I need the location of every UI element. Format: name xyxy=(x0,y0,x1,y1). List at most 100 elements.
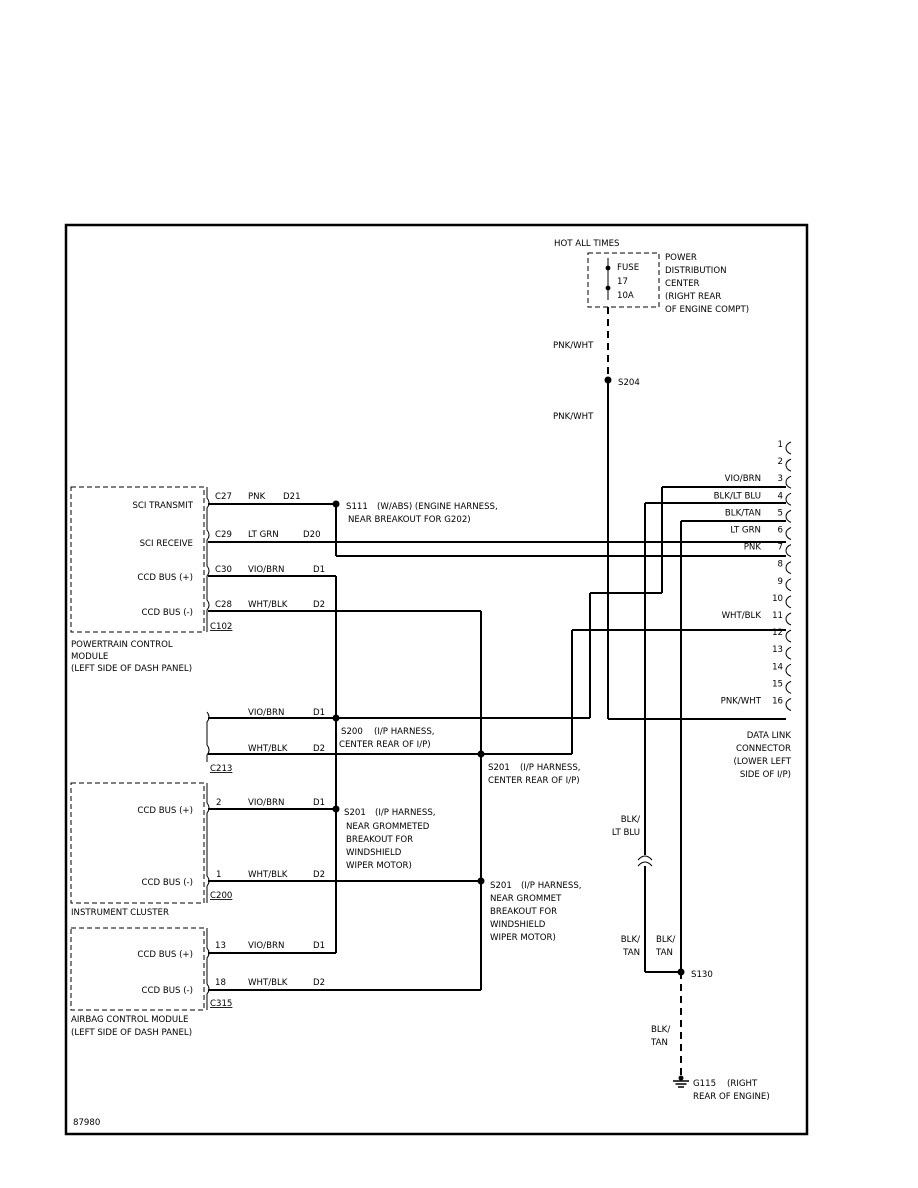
dlc-pin-number: 10 xyxy=(772,594,783,604)
wire-color-label: TAN xyxy=(622,948,640,958)
splice-description: (I/P HARNESS, xyxy=(520,763,581,773)
splice-description: WINDSHIELD xyxy=(490,920,546,930)
wire-color-label: BLK/ xyxy=(651,1025,670,1035)
dlc-pin: 8 xyxy=(778,560,792,575)
wire-color-label: VIO/BRN xyxy=(248,941,284,951)
pdc-label-line: DISTRIBUTION xyxy=(665,266,727,276)
circuit-label: D20 xyxy=(303,530,321,540)
splice-description: NEAR GROMMETED xyxy=(346,822,430,832)
dlc-pin-number: 1 xyxy=(778,440,783,450)
airbag-cavity: 18 xyxy=(215,978,226,988)
wire-color-label: WHT/BLK xyxy=(722,611,762,621)
pcm-label-line: (LEFT SIDE OF DASH PANEL) xyxy=(71,664,192,674)
hot-all-times-label: HOT ALL TIMES xyxy=(554,239,619,249)
pcm-pin-name: CCD BUS (+) xyxy=(137,573,193,583)
splice-label: S200 xyxy=(341,727,363,737)
dlc-pin: 4 BLK/LT BLU xyxy=(714,491,792,506)
diagram-frame xyxy=(64,223,809,1136)
ground-description: REAR OF ENGINE) xyxy=(693,1092,770,1102)
airbag-cavity: 13 xyxy=(215,941,226,951)
splice-description: (I/P HARNESS, xyxy=(521,881,582,891)
cluster-label: INSTRUMENT CLUSTER xyxy=(71,908,169,918)
splice-label: S201 xyxy=(488,763,510,773)
dlc-pin-number: 2 xyxy=(778,457,783,467)
circuit-label: D1 xyxy=(313,708,325,718)
wire-color-label: WHT/BLK xyxy=(248,870,288,880)
airbag-label-line: AIRBAG CONTROL MODULE xyxy=(71,1015,188,1025)
pcm-label-line: POWERTRAIN CONTROL xyxy=(71,640,173,650)
dlc-label-line: DATA LINK xyxy=(747,731,792,741)
wire-color-label: BLK/LT BLU xyxy=(714,491,761,501)
wire-color-label: LT GRN xyxy=(730,526,761,536)
wire-color-label: BLK/ xyxy=(621,815,640,825)
circuit-label: D21 xyxy=(283,492,301,502)
wire-color-label: LT BLU xyxy=(612,828,640,838)
splice-label: S204 xyxy=(618,378,640,388)
cluster-pin-name: CCD BUS (+) xyxy=(137,806,193,816)
wire-color-label: BLK/TAN xyxy=(725,508,761,518)
dlc-pin: 15 xyxy=(772,679,792,694)
dlc-pin: 9 xyxy=(778,577,792,592)
splice-description: BREAKOUT FOR xyxy=(490,907,557,917)
wire-color-label: VIO/BRN xyxy=(248,565,284,575)
dlc-pin: 11 WHT/BLK xyxy=(722,611,792,626)
splice-description: CENTER REAR OF I/P) xyxy=(339,740,431,750)
wire-color-label: BLK/ xyxy=(621,935,640,945)
pcm-cavity: C27 xyxy=(215,492,232,502)
wire-color-label: TAN xyxy=(650,1038,668,1048)
wire-color-label: VIO/BRN xyxy=(248,708,284,718)
circuit-label: D2 xyxy=(313,978,325,988)
dlc-pin-number: 11 xyxy=(772,611,783,621)
circuit-label: D2 xyxy=(313,870,325,880)
dlc-label-line: (LOWER LEFT xyxy=(734,757,792,767)
diagram-id: 87980 xyxy=(73,1118,100,1128)
airbag-pin-name: CCD BUS (+) xyxy=(137,950,193,960)
airbag-label-line: (LEFT SIDE OF DASH PANEL) xyxy=(71,1028,192,1038)
ground-description: (RIGHT xyxy=(727,1079,758,1089)
wire-color-label: TAN xyxy=(655,948,673,958)
splice-label: S111 xyxy=(346,502,368,512)
splice-label: S201 xyxy=(490,881,512,891)
circuit-label: D1 xyxy=(313,565,325,575)
wire-color-label: PNK xyxy=(744,543,762,553)
dlc-pin-number: 12 xyxy=(772,628,783,638)
pcm-pin-name: SCI RECEIVE xyxy=(140,539,193,549)
splice-description: WIPER MOTOR) xyxy=(346,861,412,871)
splice-s201-grommet-a xyxy=(332,805,340,813)
dlc-pin-number: 4 xyxy=(778,491,783,501)
ground-name: G115 xyxy=(693,1079,716,1089)
pdc-label-line: OF ENGINE COMPT) xyxy=(665,305,749,315)
fuse-label: FUSE xyxy=(617,263,639,273)
dlc-label-line: SIDE OF I/P) xyxy=(740,770,791,780)
wire-color-label: WHT/BLK xyxy=(248,600,288,610)
wire-color-label: PNK/WHT xyxy=(553,412,594,422)
pdc-label-line: CENTER xyxy=(665,279,700,289)
circuit-label: D2 xyxy=(313,600,325,610)
dlc-pin: 1 xyxy=(778,440,792,455)
circuit-label: D1 xyxy=(313,798,325,808)
airbag-connector-label: C315 xyxy=(210,999,232,1009)
ground-symbol-icon xyxy=(673,1075,689,1088)
splice-label: S201 xyxy=(344,808,366,818)
dlc-pin-number: 3 xyxy=(778,474,783,484)
wire-color-label: WHT/BLK xyxy=(248,744,288,754)
pcm-label-line: MODULE xyxy=(71,652,108,662)
splice-description: WIPER MOTOR) xyxy=(490,933,556,943)
dlc-pin-number: 8 xyxy=(778,560,783,570)
wire-color-label: PNK/WHT xyxy=(553,341,594,351)
splice-description: CENTER REAR OF I/P) xyxy=(488,776,580,786)
cluster-cavity: 1 xyxy=(216,870,221,880)
wire-color-label: BLK/ xyxy=(656,935,675,945)
dlc-pin-number: 7 xyxy=(778,543,783,553)
wire-color-label: WHT/BLK xyxy=(248,978,288,988)
splice-s201-grommet-b xyxy=(477,877,485,885)
splice-description: WINDSHIELD xyxy=(346,848,402,858)
dlc-pin: 13 xyxy=(772,645,792,660)
splice-label: S130 xyxy=(691,970,713,980)
c213-connector-label: C213 xyxy=(210,764,232,774)
cluster-pin-name: CCD BUS (-) xyxy=(141,878,193,888)
dlc-pin: 12 xyxy=(772,628,792,643)
